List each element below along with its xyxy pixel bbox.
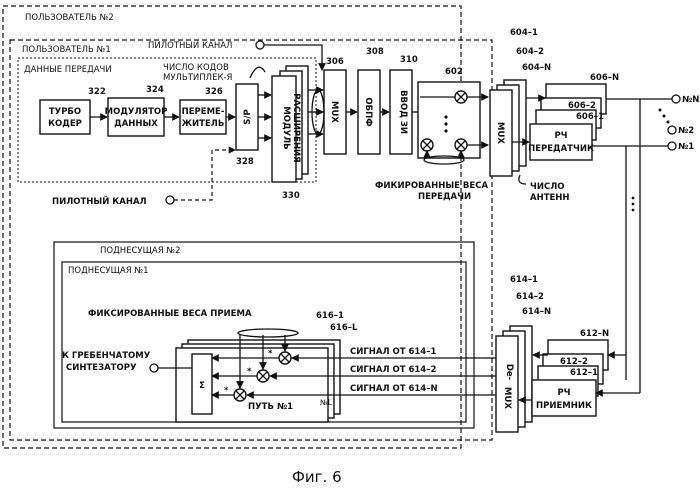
path-label: ПУТЬ №1 (248, 402, 293, 412)
ref-614-1: 614–1 (510, 275, 538, 285)
path-nol: №L (320, 398, 333, 407)
ref-616-1: 616–1 (316, 311, 344, 321)
rf-rx-label-1: РЧ (557, 388, 570, 398)
ref-606-1: 606–1 (576, 112, 604, 122)
to-comb-label-2: СИНТЕЗАТОРУ (66, 363, 137, 373)
num-ant-label-1: ЧИСЛО (530, 182, 565, 192)
ref-602: 602 (445, 67, 463, 77)
num-ant-label-2: АНТЕНН (530, 193, 570, 203)
dot-b (444, 122, 447, 125)
dot-a (444, 115, 447, 118)
ref-310: 310 (400, 55, 418, 65)
mux1-label: MUX (329, 101, 339, 123)
ref-306: 306 (326, 57, 344, 67)
sig-label-3: СИГНАЛ ОТ 614–N (350, 384, 438, 394)
ref-616-l: 616–L (330, 323, 358, 333)
pilot-top-node (256, 41, 264, 49)
codes-label-1: ЧИСЛО КОДОВ (163, 63, 229, 73)
sub1-label: ПОДНЕСУЩАЯ №1 (68, 266, 149, 276)
ant-2-node (668, 126, 676, 134)
spread-label-1: МОДУЛЬ (281, 106, 291, 149)
sigma-label: Σ (199, 381, 205, 391)
sub2-label: ПОДНЕСУЩАЯ №2 (100, 246, 181, 256)
fixed-tx-label-2: ПЕРЕДАЧИ (418, 192, 471, 202)
ref-324: 324 (146, 85, 164, 95)
ref-308: 308 (366, 47, 384, 57)
mod-label-2: ДАННЫХ (114, 119, 158, 129)
vdot-2 (632, 203, 635, 206)
ant-n-label: №N (682, 95, 699, 105)
mod-label-1: МОДУЛЯТОР (105, 107, 168, 117)
codes-leader (250, 67, 265, 78)
turbo-label-1: ТУРБО (49, 107, 81, 117)
turbo-label-2: КОДЕР (48, 119, 82, 129)
vdot-1 (632, 197, 635, 200)
ref-612-n: 612–N (580, 329, 609, 339)
dot-c (444, 129, 447, 132)
ant-dot-3 (667, 121, 670, 124)
demux-block (496, 336, 518, 432)
rx-weight-ellipse (238, 329, 298, 337)
vdot-3 (632, 209, 635, 212)
ofdm-label: ОБПФ (363, 97, 373, 126)
ant-dot-2 (663, 115, 666, 118)
pilot-bottom-line (174, 150, 235, 200)
intl-label-2: ЖИТЕЛЬ (182, 119, 225, 129)
sp-label: S/P (243, 109, 253, 124)
ref-330: 330 (282, 191, 300, 201)
fixed-rx-label: ФИКСИРОВАННЫЕ ВЕСА ПРИЕМА (88, 309, 252, 319)
spread-label-2: РАСШИРЕНИЯ (291, 93, 301, 162)
ref-326: 326 (205, 87, 223, 97)
rf-tx-label-1: РЧ (554, 131, 567, 141)
demux-label-1: De- (504, 364, 514, 381)
codes-label-2: МУЛЬТИПЛЕК-Я (163, 73, 233, 83)
ant-n-node (672, 95, 680, 103)
modulator-block (108, 98, 164, 136)
rf-rx-label-2: ПРИЕМНИК (536, 401, 592, 411)
num-ant-leader (519, 175, 526, 184)
figure-caption: Фиг. 6 (292, 468, 342, 486)
ant-2-label: №2 (678, 126, 694, 136)
ref-614-n: 614–N (522, 307, 551, 317)
ref-614-2: 614–2 (516, 292, 544, 302)
user1-label: ПОЛЬЗОВАТЕЛЬ №1 (22, 45, 111, 55)
demux-label-2: MUX (502, 387, 512, 409)
ant-1-label: №1 (678, 142, 694, 152)
sig-label-2: СИГНАЛ ОТ 614–2 (350, 365, 436, 375)
comb-node (150, 364, 158, 372)
ref-604-1: 604–1 (510, 28, 538, 38)
ref-322: 322 (88, 87, 106, 97)
ref-606-n: 606–N (590, 73, 619, 83)
intl-label-1: ПЕРЕМЕ- (182, 107, 225, 117)
ant-dot-1 (659, 109, 662, 112)
rf-tx-label-2: ПЕРЕДАТЧИК (528, 144, 594, 154)
gi-label: ВВОД ЗИ (398, 90, 408, 134)
rf-tx-block (530, 124, 592, 160)
ref-612-1: 612–1 (570, 368, 598, 378)
pilot-bottom-node (166, 196, 174, 204)
tx-data-label: ДАННЫЕ ПЕРЕДАЧИ (24, 65, 112, 75)
pilot-top-label: ПИЛОТНЫЙ КАНАЛ (148, 39, 232, 51)
sig-label-1: СИГНАЛ ОТ 614–1 (350, 347, 436, 357)
fixed-tx-label-1: ФИКИРОВАННЫЕ ВЕСА (375, 181, 488, 191)
mux604-label: MUX (495, 122, 505, 144)
user2-label: ПОЛЬЗОВАТЕЛЬ №2 (25, 13, 114, 23)
ref-604-n: 604–N (522, 63, 551, 73)
to-comb-label-1: К ГРЕБЕНЧАТОМУ (62, 351, 151, 361)
ref-604-2: 604–2 (516, 47, 544, 57)
ref-328: 328 (236, 157, 254, 167)
pilot-bottom-label: ПИЛОТНЫЙ КАНАЛ (52, 195, 147, 207)
ant-1-node (668, 142, 676, 150)
